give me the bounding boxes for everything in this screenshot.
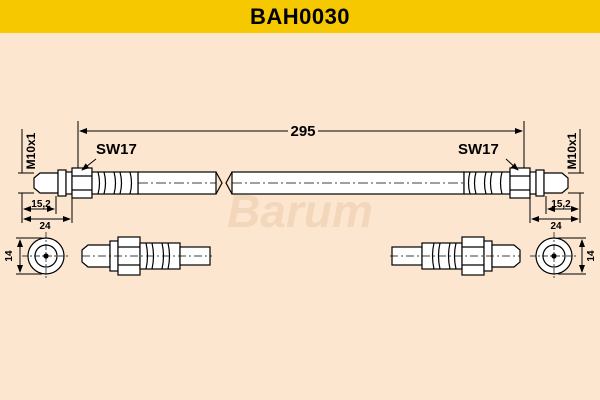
- wrench-size-left: SW17: [96, 141, 137, 158]
- end-view-right-label: 14: [586, 250, 597, 262]
- fitting-left-inner-label: 15,2: [31, 199, 51, 210]
- length-dimension: [77, 121, 525, 168]
- fitting-dimensions-right: [529, 193, 581, 223]
- right-fitting: [463, 167, 569, 199]
- thread-label-right: M10x1: [565, 132, 579, 169]
- fitting-dimensions-left: [21, 193, 73, 223]
- fitting-left-outer-label: 24: [39, 221, 51, 232]
- fitting-right-inner-label: 15,2: [551, 199, 571, 210]
- wrench-size-right: SW17: [458, 141, 499, 158]
- end-view-left-label: 14: [4, 250, 15, 262]
- hose-assembly-side-view: [33, 167, 569, 199]
- left-fitting: [33, 167, 139, 199]
- thread-label-left: M10x1: [24, 132, 38, 169]
- bottom-left-fitting: [81, 236, 212, 276]
- end-view-left-dim: [16, 237, 42, 275]
- length-label: 295: [290, 123, 315, 140]
- end-view-left: [22, 232, 70, 280]
- fitting-right-outer-label: 24: [550, 221, 562, 232]
- end-view-right: [530, 232, 578, 280]
- part-number-title: BAH0030: [249, 3, 351, 29]
- end-view-right-dim: [558, 237, 586, 275]
- title-bar: BAH0030: [0, 0, 600, 33]
- bottom-right-fitting: [390, 236, 521, 276]
- hose-drawing: Barum: [4, 121, 597, 280]
